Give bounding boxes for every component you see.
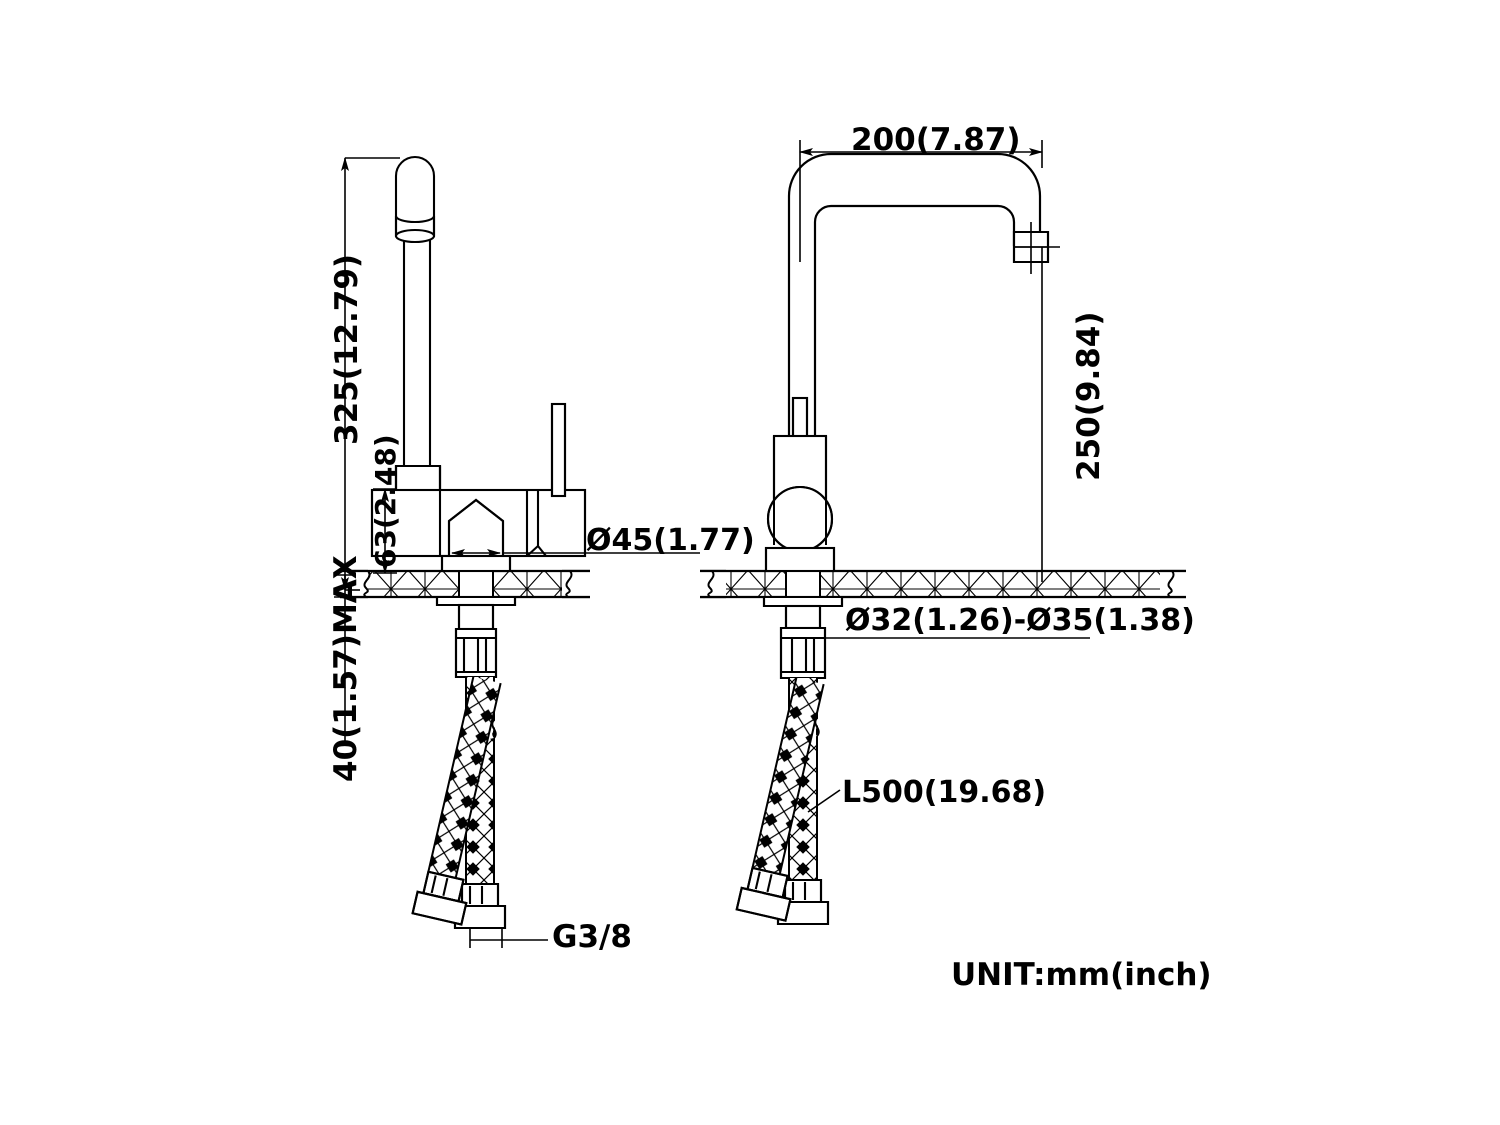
leader-hose-length (807, 789, 841, 813)
supply-hoses-right (735, 677, 830, 926)
supply-hoses-left (411, 676, 507, 930)
spout-head-left (394, 156, 436, 244)
dim-label-hose-length: L500(19.68) (842, 775, 1047, 810)
gooseneck-spout-right (787, 152, 1050, 498)
countertop-slab-right (700, 569, 1186, 599)
dimline-deck-thickness (334, 574, 356, 745)
dim-label-deck-thickness: 40(1.57)MAX (328, 555, 364, 782)
ball-joint-right (766, 485, 834, 553)
dimline-body-height (373, 488, 397, 574)
leader-inlet-thread (469, 928, 548, 948)
dim-label-inlet-thread: G3/8 (552, 919, 632, 955)
spout-riser-left (402, 236, 432, 466)
dim-label-body-height: 63(2.48) (369, 434, 402, 568)
unit-note: UNIT:mm(inch) (951, 957, 1212, 993)
deck-plate-left (440, 554, 512, 573)
lever-handle-left (550, 402, 567, 498)
dim-label-spout-height: 250(9.84) (1071, 311, 1107, 481)
dim-label-body-diameter: Ø45(1.77) (586, 523, 755, 558)
dim-label-overall-height: 325(12.79) (329, 253, 365, 445)
dimline-spout-reach (799, 140, 1043, 262)
dim-label-spout-reach: 200(7.87) (851, 122, 1021, 158)
mounting-shank-right (762, 595, 844, 680)
dimline-spout-height (1014, 246, 1060, 582)
dimline-overall-height (341, 157, 400, 591)
mounting-shank-left (435, 595, 517, 679)
countertop-slab-left (340, 569, 590, 599)
dim-label-mounting-hole: Ø32(1.26)-Ø35(1.38) (845, 603, 1195, 638)
deck-plate-right (764, 546, 836, 573)
